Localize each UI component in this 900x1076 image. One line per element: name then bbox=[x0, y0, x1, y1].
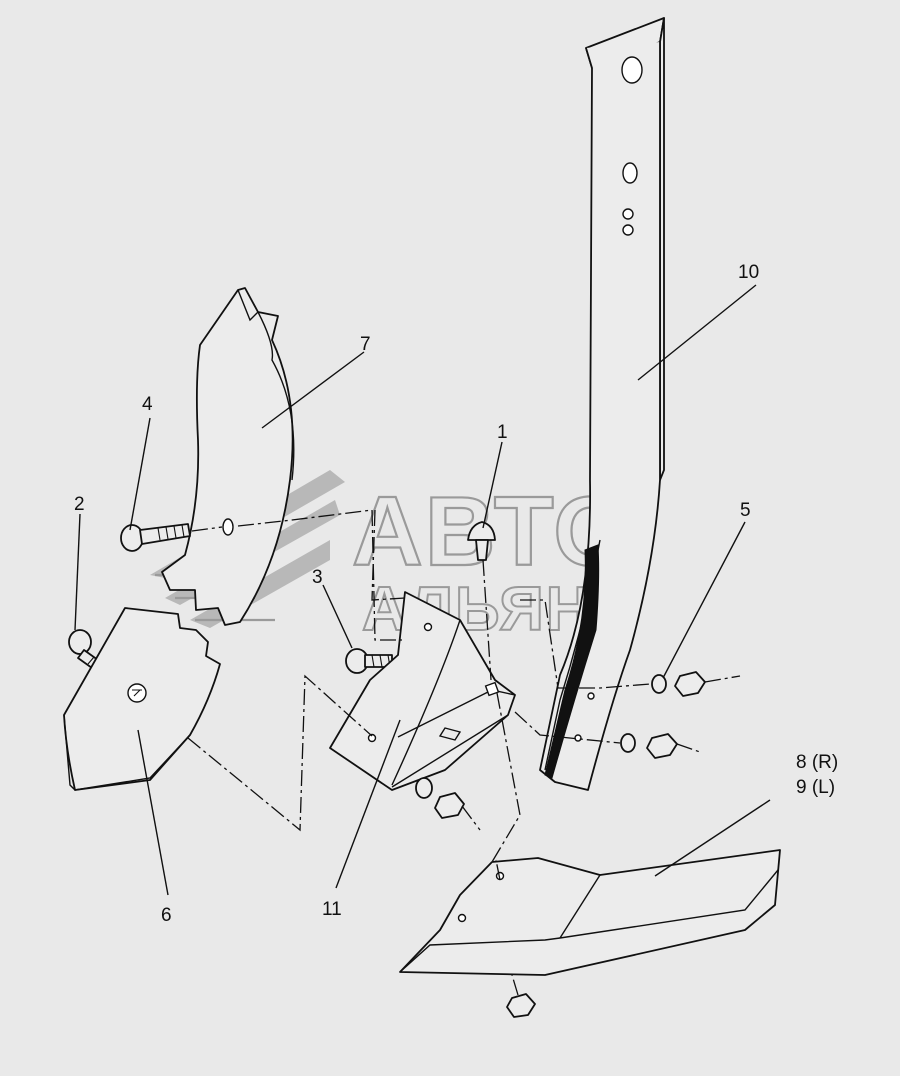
part-6-lower-wing bbox=[63, 607, 221, 791]
callout-6: 6 bbox=[161, 905, 172, 926]
part-10-shank bbox=[539, 17, 665, 791]
callout-10: 10 bbox=[738, 262, 759, 283]
leader-2 bbox=[74, 513, 81, 631]
callout-3: 3 bbox=[312, 567, 323, 588]
leader-8-9 bbox=[654, 799, 771, 877]
leader-5 bbox=[662, 521, 746, 679]
leader-4 bbox=[129, 417, 151, 531]
callout-2: 2 bbox=[74, 494, 85, 515]
callout-9: 9 (L) bbox=[796, 777, 835, 798]
part-4-bolt bbox=[120, 523, 223, 552]
callout-5: 5 bbox=[740, 500, 751, 521]
part-5-nuts-washers bbox=[415, 671, 706, 1018]
leader-3 bbox=[322, 584, 353, 649]
callout-4: 4 bbox=[142, 394, 153, 415]
callout-7: 7 bbox=[360, 334, 371, 355]
assembly-lines bbox=[187, 509, 741, 996]
part-7-upper-wing bbox=[161, 287, 295, 626]
callouts: 10 7 4 1 2 5 3 8 (R) 9 (L) 11 6 bbox=[74, 262, 838, 926]
callout-1: 1 bbox=[497, 422, 508, 443]
part-11-share-holder bbox=[329, 591, 516, 791]
leader-7 bbox=[261, 351, 365, 429]
callout-8: 8 (R) bbox=[796, 752, 838, 773]
leader-lines bbox=[74, 284, 771, 896]
callout-11: 11 bbox=[322, 899, 342, 920]
leader-6 bbox=[137, 729, 169, 896]
part-1-bolt bbox=[467, 521, 496, 561]
leader-10 bbox=[637, 284, 757, 381]
leader-1 bbox=[482, 441, 503, 529]
part-8-9-share bbox=[399, 849, 781, 976]
leader-11 bbox=[335, 719, 401, 889]
